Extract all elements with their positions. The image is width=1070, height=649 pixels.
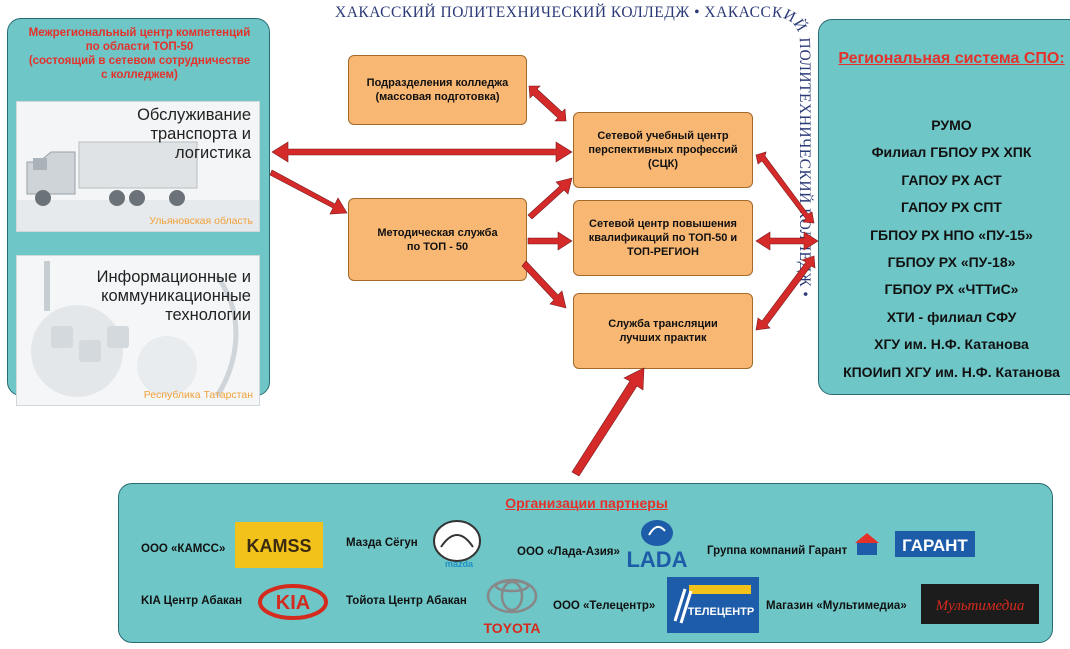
logo-text: mazda xyxy=(445,559,474,569)
list-item: КПОИиП ХГУ им. Н.Ф. Катанова xyxy=(843,363,1060,380)
network-training-center-box: Сетевой учебный центр перспективных проф… xyxy=(573,112,753,188)
arrow xyxy=(521,260,567,309)
regional-system-panel: Региональная система СПО: РУМО Филиал ГБ… xyxy=(818,19,1070,395)
partner-label: ООО «КАМСС» xyxy=(141,543,226,555)
list-item: РУМО xyxy=(931,117,972,133)
arrow xyxy=(527,231,573,251)
heading-line: по области ТОП-50 xyxy=(85,41,194,53)
arrow xyxy=(269,169,348,215)
double-arrow xyxy=(271,141,573,163)
qualification-center-box: Сетевой центр повышения квалификаций по … xyxy=(573,200,753,276)
heading-line: Межрегиональный центр компетенций xyxy=(28,27,251,39)
arrow xyxy=(571,367,645,477)
logo-text: KIA xyxy=(276,592,310,614)
title-line: Информационные и xyxy=(96,268,251,286)
partner-label: Магазин «Мультимедиа» xyxy=(766,600,907,612)
logo-text: Мультимедиа xyxy=(935,598,1025,614)
partner-label: Группа компаний Гарант xyxy=(707,545,848,557)
title-line: коммуникационные xyxy=(101,287,251,305)
double-arrow xyxy=(528,85,567,122)
best-practices-box: Служба трансляции лучших практик xyxy=(573,293,753,369)
box-line: Сетевой центр повышения xyxy=(589,218,737,230)
truck-icon xyxy=(17,102,259,231)
title-line: транспорта и xyxy=(150,125,251,143)
partner-label: Мазда Сёгун xyxy=(346,537,418,549)
competence-center-panel: Межрегиональный центр компетенций по обл… xyxy=(7,18,271,406)
region-label: Ульяновская область xyxy=(149,215,253,227)
double-arrow xyxy=(755,255,816,331)
transport-logistics-card: Обслуживание транспорта и логистика Улья… xyxy=(16,101,260,232)
partners-heading: Организации партнеры xyxy=(505,495,668,511)
list-item: ГАПОУ РХ СПТ xyxy=(901,199,1002,216)
title-line: Обслуживание xyxy=(137,106,251,124)
box-line: лучших практик xyxy=(619,332,707,344)
heading-line: с колледжем) xyxy=(101,69,178,81)
region-label: Республика Татарстан xyxy=(143,389,253,401)
telecenter-logo-icon: ТЕЛЕЦЕНТР xyxy=(667,577,759,633)
box-line: Сетевой учебный центр xyxy=(597,130,729,142)
regional-system-list: РУМО Филиал ГБПОУ РХ ХПК ГАПОУ РХ АСТ ГА… xyxy=(819,112,1070,386)
box-line: по ТОП - 50 xyxy=(406,240,469,253)
ict-title: Информационные и коммуникационные технол… xyxy=(97,268,251,325)
partner-label: KIA Центр Абакан xyxy=(141,595,243,607)
logo-text: ГАРАНТ xyxy=(902,536,968,555)
box-line: (СЦК) xyxy=(647,158,678,170)
network-devices-icon xyxy=(17,256,259,405)
partner-label: ООО «Лада-Азия» xyxy=(517,546,620,558)
logo-text: TOYOTA xyxy=(483,620,540,636)
kia-logo-icon: KIA xyxy=(258,584,328,620)
kamss-logo-icon: KAMSS xyxy=(235,522,323,568)
double-arrow xyxy=(755,151,815,224)
box-line: квалификаций по ТОП-50 и xyxy=(588,232,738,244)
logo-text: ТЕЛЕЦЕНТР xyxy=(688,606,754,618)
title-line: логистика xyxy=(174,144,251,162)
partner-label: ООО «Телецентр» xyxy=(553,600,656,612)
garant-logo-icon: ГАРАНТ xyxy=(855,531,975,557)
list-item: ГАПОУ РХ АСТ xyxy=(901,171,1002,188)
competence-center-heading: Межрегиональный центр компетенций по обл… xyxy=(8,26,271,82)
toyota-logo-icon: TOYOTA xyxy=(483,578,541,636)
logo-text: KAMSS xyxy=(246,536,311,556)
college-divisions-box: Подразделения колледжа (массовая подгото… xyxy=(348,55,527,125)
partners-panel: Организации партнеры ООО «КАМСС» KAMSS М… xyxy=(118,483,1053,643)
box-line: ТОП-РЕГИОН xyxy=(627,246,699,258)
box-line: Подразделения колледжа xyxy=(366,77,509,89)
partner-label: Тойота Центр Абакан xyxy=(346,595,467,607)
title-line: технологии xyxy=(165,306,251,324)
double-arrow xyxy=(755,231,819,251)
multimedia-logo-icon: Мультимедиа xyxy=(921,584,1039,624)
ict-card: Информационные и коммуникационные технол… xyxy=(16,255,260,406)
box-line: Служба трансляции xyxy=(608,318,718,330)
mazda-logo-icon: mazda xyxy=(433,520,481,569)
box-line: (массовая подготовка) xyxy=(375,91,500,103)
list-item: ГБПОУ РХ НПО «ПУ-15» xyxy=(870,226,1033,243)
transport-logistics-title: Обслуживание транспорта и логистика xyxy=(137,106,251,163)
list-item: Филиал ГБПОУ РХ ХПК xyxy=(871,144,1032,161)
box-line: Методическая служба xyxy=(377,226,498,239)
list-item: ГБПОУ РХ «ЧТТиС» xyxy=(884,281,1019,298)
box-line: перспективных профессий xyxy=(588,144,738,156)
list-item: ХГУ им. Н.Ф. Катанова xyxy=(874,336,1029,353)
heading-line: (состоящий в сетевом сотрудничестве xyxy=(28,55,251,67)
logo-text: LADA xyxy=(627,547,688,572)
list-item: ГБПОУ РХ «ПУ-18» xyxy=(887,254,1016,271)
list-item: ХТИ - филиал СФУ xyxy=(886,308,1017,325)
arrow xyxy=(527,177,573,220)
methodical-service-box: Методическая служба по ТОП - 50 xyxy=(348,198,527,281)
regional-system-heading: Региональная система СПО: xyxy=(838,50,1065,67)
lada-logo-icon: LADA xyxy=(627,520,688,572)
